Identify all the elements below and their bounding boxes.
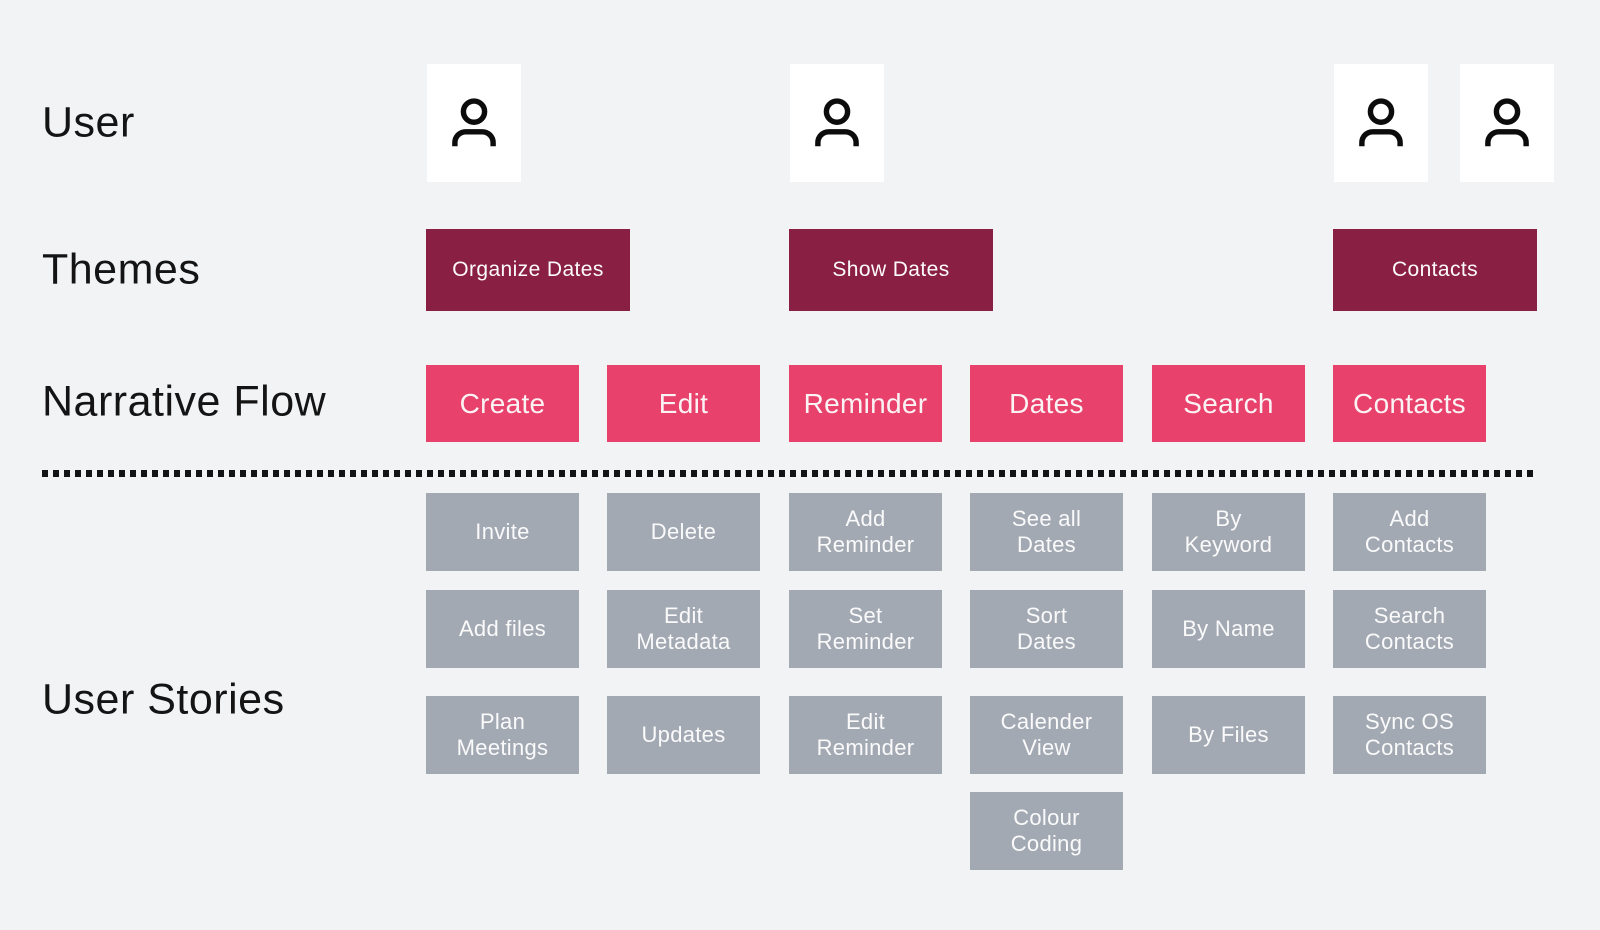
flow-card-label: Edit	[658, 387, 709, 419]
flow-card-label: Create	[459, 387, 546, 419]
flow-card-contacts: Contacts	[1333, 365, 1486, 442]
story-card-by-name: By Name	[1152, 590, 1305, 668]
story-card-see-all-dates: See all Dates	[970, 493, 1123, 571]
theme-card-label: Contacts	[1391, 258, 1479, 281]
story-card-search-contacts: Search Contacts	[1333, 590, 1486, 668]
story-card-sync-os-contacts: Sync OS Contacts	[1333, 696, 1486, 774]
user-icon-card	[427, 64, 521, 182]
flow-card-label: Search	[1183, 387, 1274, 419]
row-label-themes: Themes	[42, 245, 201, 294]
story-card-updates: Updates	[607, 696, 760, 774]
story-card-add-files: Add files	[426, 590, 579, 668]
user-icon-card	[1334, 64, 1428, 182]
row-label-narrative-flow: Narrative Flow	[42, 377, 327, 426]
flow-card-create: Create	[426, 365, 579, 442]
story-card-by-keyword: By Keyword	[1152, 493, 1305, 571]
story-card-add-reminder: Add Reminder	[789, 493, 942, 571]
flow-card-reminder: Reminder	[789, 365, 942, 442]
flow-card-edit: Edit	[607, 365, 760, 442]
theme-card-organize-dates: Organize Dates	[426, 229, 630, 311]
theme-card-label: Show Dates	[832, 258, 950, 281]
theme-card-show-dates: Show Dates	[789, 229, 993, 311]
story-card-colour-coding: Colour Coding	[970, 792, 1123, 870]
person-outline-icon	[1359, 98, 1403, 147]
user-icon-card	[790, 64, 884, 182]
story-card-sort-dates: Sort Dates	[970, 590, 1123, 668]
story-card-invite: Invite	[426, 493, 579, 571]
story-card-set-reminder: Set Reminder	[789, 590, 942, 668]
row-label-user: User	[42, 98, 135, 147]
theme-card-contacts: Contacts	[1333, 229, 1537, 311]
story-card-edit-reminder: Edit Reminder	[789, 696, 942, 774]
flow-card-label: Reminder	[803, 387, 928, 419]
row-label-user-stories: User Stories	[42, 675, 285, 724]
theme-card-label: Organize Dates	[452, 258, 604, 281]
flow-card-label: Contacts	[1353, 387, 1466, 419]
story-card-by-files: By Files	[1152, 696, 1305, 774]
story-card-delete: Delete	[607, 493, 760, 571]
person-outline-icon	[815, 98, 859, 147]
user-icon-card	[1460, 64, 1554, 182]
person-outline-icon	[452, 98, 496, 147]
person-outline-icon	[1485, 98, 1529, 147]
story-card-edit-metadata: Edit Metadata	[607, 590, 760, 668]
flow-card-dates: Dates	[970, 365, 1123, 442]
story-card-plan-meetings: Plan Meetings	[426, 696, 579, 774]
dotted-divider	[42, 470, 1537, 477]
story-card-add-contacts: Add Contacts	[1333, 493, 1486, 571]
story-card-calender-view: Calender View	[970, 696, 1123, 774]
flow-card-search: Search	[1152, 365, 1305, 442]
flow-card-label: Dates	[1009, 387, 1084, 419]
